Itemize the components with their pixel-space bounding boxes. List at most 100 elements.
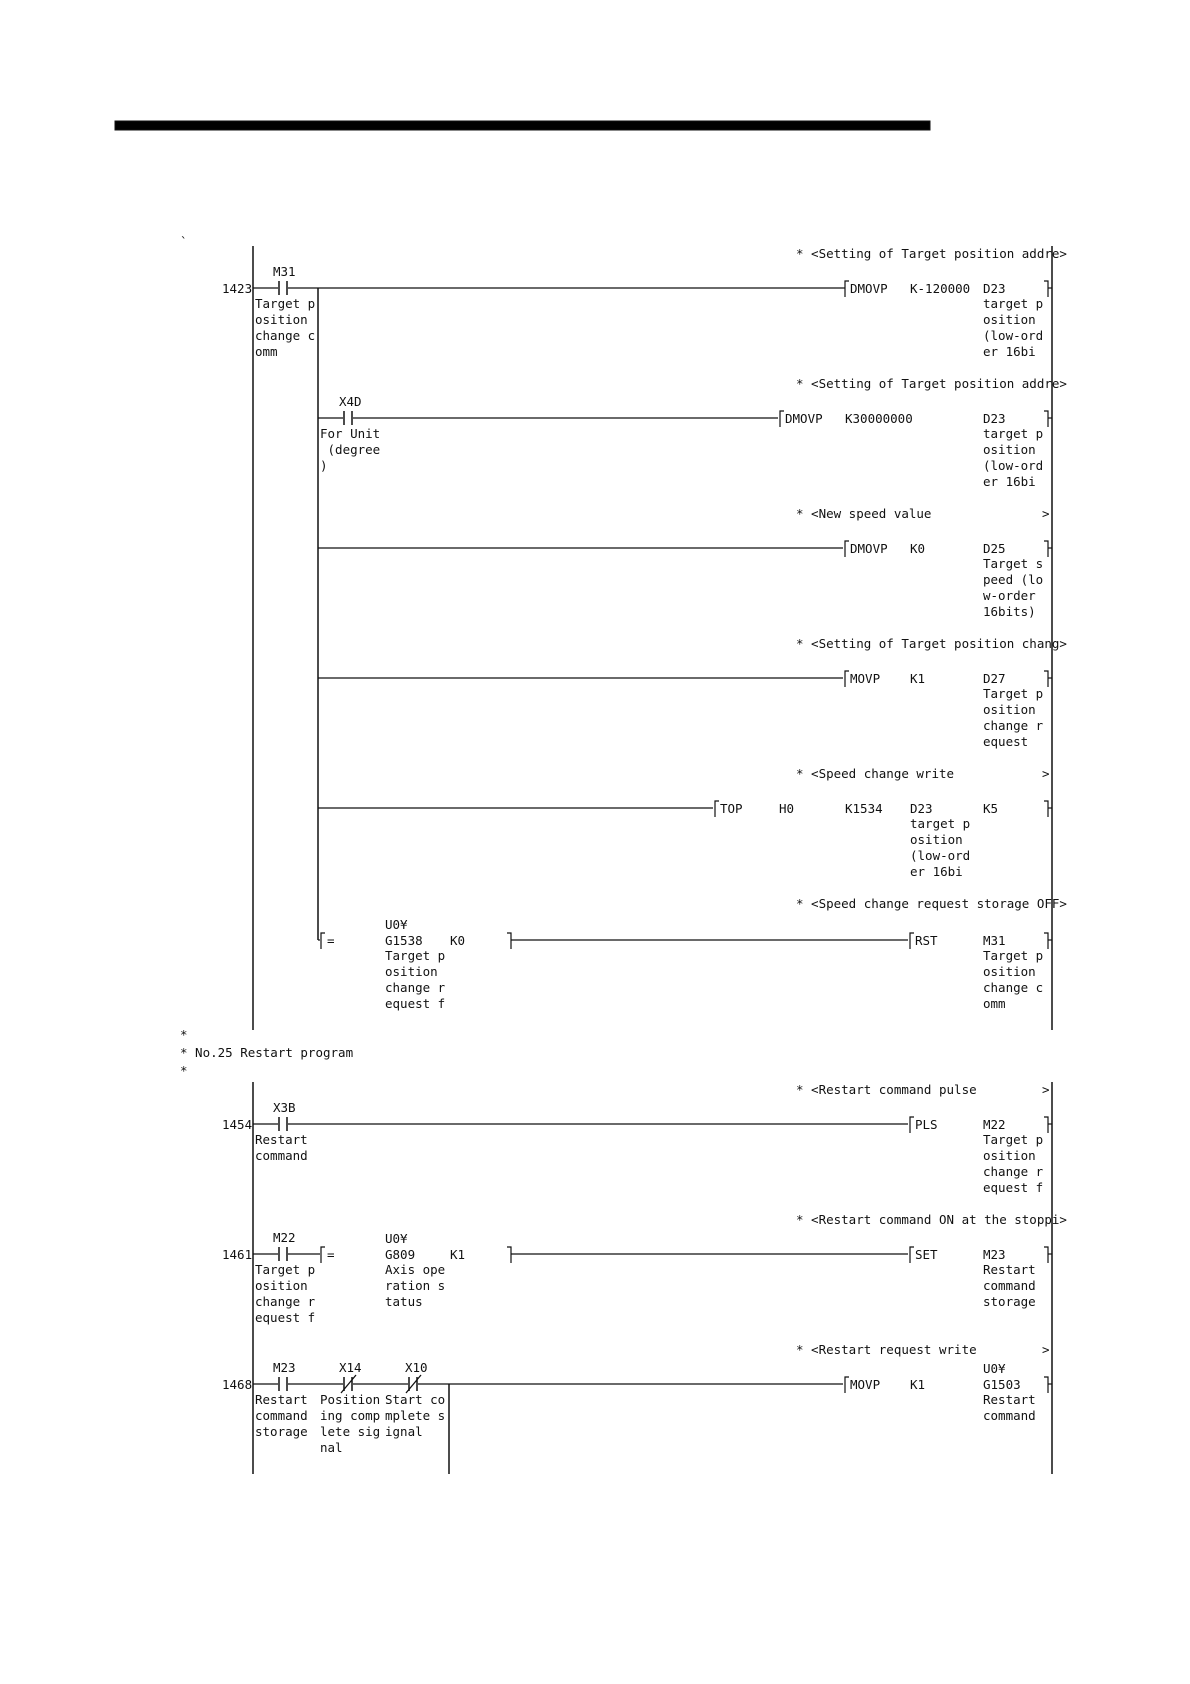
dest-label-2: change c — [983, 980, 1043, 995]
dest-label-0: target p — [983, 296, 1043, 311]
contact-m31-device: M31 — [273, 264, 296, 279]
compare-device-top: U0¥ — [385, 917, 408, 932]
instr-operand-2: D23 — [910, 801, 933, 816]
operand-label-2: (low-ord — [910, 848, 970, 863]
comment-6: * <Speed change request storage OFF> — [796, 896, 1067, 911]
comment-5: * <Speed change write — [796, 766, 954, 781]
comment-7-end: > — [1042, 1082, 1050, 1097]
dest-label-2: change r — [983, 1164, 1044, 1179]
instr-operand-0: H0 — [779, 801, 794, 816]
comment-5-end: > — [1042, 766, 1050, 781]
compare-label-1: osition — [385, 964, 438, 979]
contact-x3b-label-0: Restart — [255, 1132, 308, 1147]
dest-label-2: storage — [983, 1294, 1036, 1309]
compare-device: G1538 — [385, 933, 423, 948]
instr-operand-1: G1503 — [983, 1377, 1021, 1392]
contact-x14-label-2: lete sig — [320, 1424, 380, 1439]
dest-label-0: target p — [983, 426, 1043, 441]
instr-operand-1: D27 — [983, 671, 1006, 686]
contact-x3b-label-1: command — [255, 1148, 308, 1163]
instr-mnemonic: TOP — [720, 801, 743, 816]
rung-1468: * <Restart request write > 1468 M23 Rest… — [222, 1342, 1052, 1474]
contact-x14-label-0: Position — [320, 1392, 380, 1407]
instr-operand-1: K1534 — [845, 801, 883, 816]
instr-operand-0: K1 — [910, 671, 925, 686]
instr-operand-0: K0 — [910, 541, 925, 556]
compare-device: G809 — [385, 1247, 415, 1262]
step-1468: 1468 — [222, 1377, 252, 1392]
contact-x3b-device: X3B — [273, 1100, 296, 1115]
contact-x10-device: X10 — [405, 1360, 428, 1375]
instr-operand-3: K5 — [983, 801, 998, 816]
instr-mnemonic: SET — [915, 1247, 938, 1262]
rung-1423: * <Setting of Target position addre> 142… — [222, 246, 1067, 359]
comment-7: * <Restart command pulse — [796, 1082, 977, 1097]
compare-bracket-left — [320, 932, 325, 949]
compare-label-0: Target p — [385, 948, 445, 963]
instr-operand-0: M23 — [983, 1247, 1006, 1262]
rung-storage-off: * <Speed change request storage OFF> = U… — [318, 896, 1067, 1011]
contact-m23-label-1: command — [255, 1408, 308, 1423]
compare-label-3: equest f — [385, 996, 445, 1011]
compare-value: K1 — [450, 1247, 465, 1262]
section-header-1: * No.25 Restart program — [180, 1045, 353, 1060]
compare-device-top: U0¥ — [385, 1231, 408, 1246]
contact-x14-device: X14 — [339, 1360, 362, 1375]
contact-m31-label-2: change c — [255, 328, 315, 343]
dest-label-2: w-order — [983, 588, 1036, 603]
comment-1: * <Setting of Target position addre> — [796, 246, 1067, 261]
dest-label-1: command — [983, 1408, 1036, 1423]
contact-m23-label-2: storage — [255, 1424, 308, 1439]
dest-label-3: omm — [983, 996, 1006, 1011]
contact-x14-label-3: nal — [320, 1440, 343, 1455]
instr-operand-0: M31 — [983, 933, 1006, 948]
instr-mnemonic: DMOVP — [850, 541, 888, 556]
contact-m31-label-0: Target p — [255, 296, 315, 311]
contact-m22-label-1: osition — [255, 1278, 308, 1293]
dest-label-3: equest — [983, 734, 1028, 749]
contact-x10-label-2: ignal — [385, 1424, 423, 1439]
section-header-2: * — [180, 1063, 188, 1078]
compare-label-2: change r — [385, 980, 446, 995]
contact-m23-label-0: Restart — [255, 1392, 308, 1407]
dest-label-0: Target p — [983, 1132, 1043, 1147]
compare-op: = — [327, 933, 335, 948]
dest-label-1: osition — [983, 964, 1036, 979]
section-header: * * No.25 Restart program * — [180, 1027, 353, 1078]
contact-m22-device: M22 — [273, 1230, 296, 1245]
compare-value: K0 — [450, 933, 465, 948]
dest-label-1: command — [983, 1278, 1036, 1293]
instr-operand-1: D23 — [983, 411, 1006, 426]
operand-label-0: target p — [910, 816, 970, 831]
contact-x14-label-1: ing comp — [320, 1408, 380, 1423]
dest-label-1: peed (lo — [983, 572, 1043, 587]
contact-x10-label-1: mplete s — [385, 1408, 445, 1423]
contact-x4d-label-0: For Unit — [320, 426, 380, 441]
contact-m22-label-3: equest f — [255, 1310, 315, 1325]
compare-bracket-right — [507, 932, 512, 949]
rung-1461: * <Restart command ON at the stoppi> 146… — [222, 1212, 1067, 1325]
rung-new-speed: * <New speed value > DMOVP K0 D25 Target… — [318, 506, 1052, 619]
dest-label-2: (low-ord — [983, 328, 1043, 343]
contact-x14-slash — [340, 1374, 357, 1394]
step-1454: 1454 — [222, 1117, 252, 1132]
contact-x10-slash — [405, 1374, 422, 1394]
section-header-0: * — [180, 1027, 188, 1042]
dest-label-3: equest f — [983, 1180, 1043, 1195]
comment-8: * <Restart command ON at the stoppi> — [796, 1212, 1067, 1227]
rung-speed-change-write: * <Speed change write > TOP H0 K1534 D23… — [318, 766, 1052, 879]
dest-label-0: Restart — [983, 1392, 1036, 1407]
dest-label-1: osition — [983, 312, 1036, 327]
dest-label-2: change r — [983, 718, 1044, 733]
contact-m31-label-3: omm — [255, 344, 278, 359]
operand-label-1: osition — [910, 832, 963, 847]
dest-label-1: osition — [983, 1148, 1036, 1163]
instr-operand-0: K1 — [910, 1377, 925, 1392]
instr-mnemonic: MOVP — [850, 1377, 880, 1392]
rung-target-change: * <Setting of Target position chang> MOV… — [318, 636, 1067, 749]
instr-mnemonic: RST — [915, 933, 938, 948]
instr-operand-0: K-120000 — [910, 281, 970, 296]
rung-1454: * <Restart command pulse > 1454 X3B Rest… — [222, 1082, 1052, 1195]
dest-label-0: Target s — [983, 556, 1043, 571]
